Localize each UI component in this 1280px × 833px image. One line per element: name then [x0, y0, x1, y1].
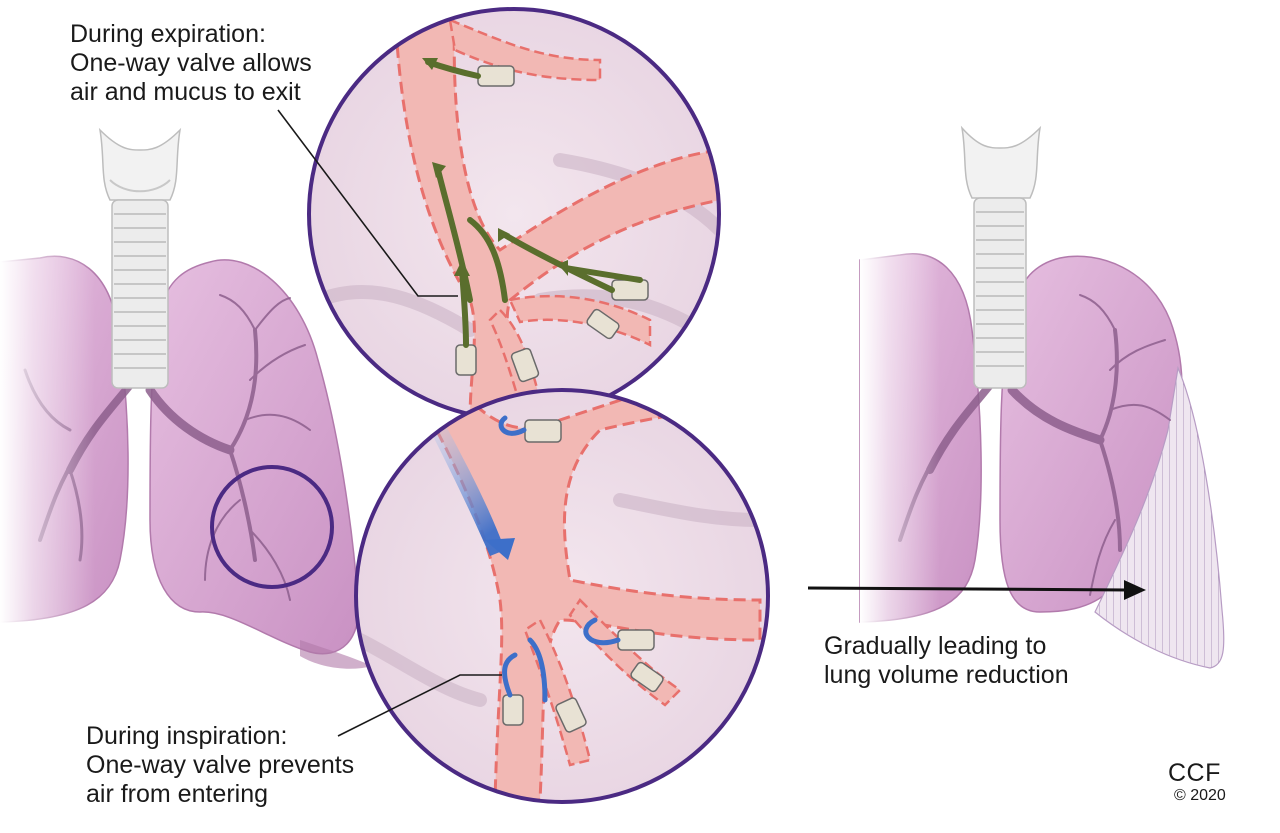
expiration-caption-line-3: air and mucus to exit [70, 78, 301, 106]
inspiration-caption: During inspiration: One-way valve preven… [86, 722, 354, 809]
inspiration-caption-line-3: air from entering [86, 780, 269, 808]
trachea-illustration-right [960, 125, 1042, 389]
result-arrow-icon [807, 580, 1146, 600]
expiration-caption: During expiration: One-way valve allows … [70, 20, 312, 107]
credit-organization: CCF [1168, 759, 1221, 787]
expiration-magnified-view [307, 7, 721, 421]
result-caption: Gradually leading to lung volume reducti… [824, 632, 1069, 690]
expiration-caption-line-2: One-way valve allows [70, 49, 312, 77]
result-caption-line-1: Gradually leading to [824, 632, 1047, 660]
trachea-illustration-left [98, 127, 182, 389]
expiration-caption-line-1: During expiration: [70, 20, 266, 48]
airflow-arrow-icon [425, 59, 643, 348]
lung-right-side [149, 259, 360, 655]
credit-year: © 2020 [1174, 787, 1226, 804]
copyright-credit: CCF © 2020 [1168, 760, 1226, 805]
focus-circle [210, 465, 334, 589]
inspiration-caption-line-2: One-way valve prevents [86, 751, 355, 779]
right-lungs-illustration [859, 240, 1225, 669]
inspiration-caption-line-1: During inspiration: [86, 722, 288, 750]
inspiration-magnified-view [354, 388, 770, 804]
airflow-arrow-icon [485, 538, 515, 560]
result-caption-line-2: lung volume reduction [824, 661, 1069, 689]
one-way-valve-icon [455, 65, 649, 383]
one-way-valve-icon [502, 419, 664, 733]
leader-lines [277, 109, 502, 737]
left-lungs-illustration [0, 240, 372, 669]
lung-right-shadow [300, 640, 372, 669]
